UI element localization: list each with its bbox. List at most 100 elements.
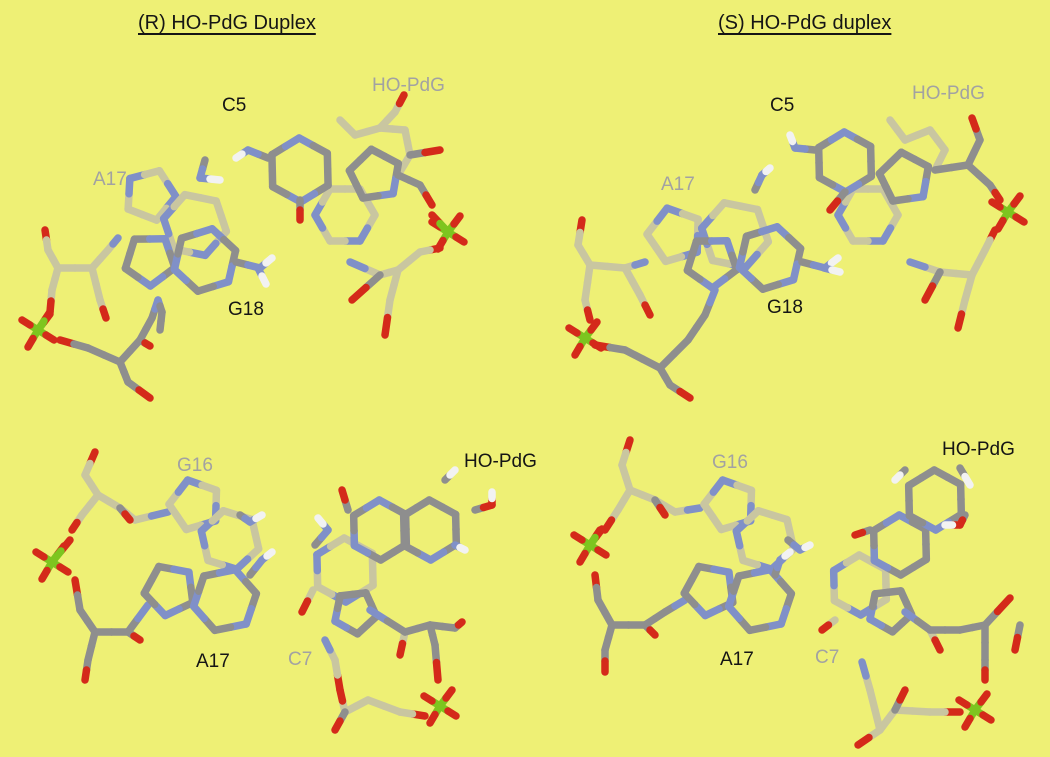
- br-o2-bond-half-1: [646, 626, 659, 639]
- tr-phosphate-right-bond-half-1: [1012, 213, 1028, 226]
- br-phosphate-bond-half-1: [594, 546, 610, 559]
- br-phosphate-right-bond-half-1: [955, 696, 971, 709]
- br-hopdg-h2-bond-half-1: [961, 472, 974, 489]
- bl-hopdg-o3-bond-half-1: [396, 639, 407, 659]
- tl-backbone-tail-bond-half-1: [135, 386, 154, 402]
- br-phosphate-bond-half-1: [576, 549, 589, 566]
- bl-phosphate-right-bond-half-1: [444, 707, 460, 720]
- br-sugar-a-bond-half-1: [683, 504, 704, 514]
- br-backbone-bond-half-1: [671, 596, 689, 610]
- tl-hopdg-o2-bond-half-1: [422, 191, 436, 209]
- tr-a17-nh2-bond-half-1: [762, 164, 774, 176]
- bl-hopdg-h-bond-half-1: [446, 466, 459, 479]
- tr-hopdg-label: HO-PdG: [912, 83, 985, 104]
- bl-sugar-b-bond-half-1: [68, 518, 81, 534]
- br-hopdg-sugar-bond-half-1: [993, 594, 1014, 616]
- tl-po-bond-half-1: [34, 317, 48, 334]
- br-a17-label: A17: [720, 649, 754, 670]
- bl-g16-label: G16: [177, 455, 213, 476]
- bl-hopdg-sugar2-bond-half-1: [432, 658, 442, 684]
- bl-phosphate-bond-half-1: [56, 563, 72, 576]
- bl-g16-ring5-bond-half-1: [198, 481, 221, 495]
- br-hopdg-h-bond-half-1: [891, 471, 904, 484]
- bl-g16-ring6-bond-half-1: [251, 530, 263, 553]
- tr-o3-bond-half-1: [921, 282, 937, 304]
- tr-c5-label: C5: [770, 95, 795, 116]
- tr-g18-label: G18: [767, 297, 803, 318]
- tr-sugar-b-bond-half-1: [583, 306, 594, 324]
- bl-phosphate-right-bond-half-1: [426, 710, 439, 727]
- br-phosphate-right-bond-half-1: [979, 711, 995, 724]
- bl-phosphate-right-bond-half-1: [420, 692, 436, 705]
- tl-po2-bond-half-1: [436, 219, 452, 236]
- bl-o1-bond-half-1: [121, 510, 134, 524]
- tr-hopdg-o-bond-half-1: [968, 114, 980, 133]
- bl-sugar-a-bond-half-1: [147, 508, 172, 520]
- tl-c5-nh2-bond-half-1: [232, 150, 246, 162]
- tl-hopdg-oh-bond-half-1: [395, 91, 408, 108]
- bl-hopdg-o-bond-half-1: [338, 486, 349, 504]
- tr-phosphate-right-bond-half-1: [1010, 192, 1024, 208]
- br-a17-nh2-bond-half-1: [781, 548, 794, 560]
- tl-hopdg-label: HO-PdG: [372, 75, 445, 96]
- bl-a17-ring6-bond-half-1: [242, 577, 261, 598]
- tl-backbone-r-bond-half-1: [346, 258, 369, 273]
- br-a17-ring6-bond-half-1: [777, 577, 796, 598]
- right-panel-title: (S) HO-PdG duplex: [718, 12, 892, 34]
- br-hopdg-o-bond-half-1: [851, 528, 867, 539]
- tl-phosphate-left-bond-half-1: [24, 334, 37, 351]
- tl-phosphate-right-bond-half-1: [434, 236, 447, 253]
- tl-phosphate-left-bond-half-1: [42, 331, 58, 344]
- tr-phosphate-right-bond-half-1: [994, 216, 1007, 233]
- bl-o4-bond-half-1: [331, 717, 344, 734]
- tl-o3-bond-half-1: [348, 283, 370, 304]
- br-g16-ring5-bond-half-1: [733, 481, 756, 495]
- tr-c5-nh2-bond-half-1: [786, 131, 797, 146]
- tr-backbone-r-bond-half-1: [906, 258, 929, 271]
- tr-phosphate-left-bond-half-1: [571, 342, 584, 359]
- tl-a17-nh2-bond-half-1: [206, 175, 224, 184]
- tl-g18-ring6-bond-half-1: [220, 235, 240, 255]
- bl-phosphate-bond-half-1: [38, 566, 51, 583]
- br-po-bond-half-1: [586, 533, 599, 549]
- bl-backbone-bond-half-1: [134, 601, 152, 623]
- left-panel-title: (R) HO-PdG Duplex: [138, 12, 316, 34]
- tr-sugar-c-bond-half-1: [641, 301, 654, 319]
- tl-a17-label: A17: [93, 169, 127, 190]
- tr-g18-nh-bond-half-1: [827, 254, 842, 267]
- tr-g18-nh2-bond-half-1: [828, 266, 844, 276]
- br-o1-bond-half-1: [656, 503, 669, 519]
- tl-a17-ring6-bond-half-1: [217, 212, 231, 236]
- bl-g16-nh-bond-half-1: [252, 511, 266, 523]
- tr-g18-ring6-bond-half-1: [785, 233, 805, 253]
- tr-sugar-a-bond-half-1: [631, 258, 649, 269]
- br-phosphate-right-bond-half-1: [977, 690, 991, 706]
- br-c7-label: C7: [815, 647, 840, 668]
- tr-hopdg-o2-bond-half-1: [991, 188, 1004, 204]
- tr-a17-ring5-bond-half-1: [678, 209, 702, 223]
- br-g16-label: G16: [712, 452, 748, 473]
- br-sugar-b-bond-half-1: [601, 516, 616, 534]
- tr-phosphate-left-bond-half-1: [565, 324, 581, 337]
- bl-hopdg-nh-bond-half-1: [456, 543, 469, 554]
- tr-a17-label: A17: [661, 174, 695, 195]
- bl-phosphate-bond-half-1: [32, 548, 48, 561]
- br-phosphate-bond-half-1: [570, 531, 586, 544]
- bl-po-bond-half-1: [48, 547, 65, 566]
- tl-hopdg-o-bond-half-1: [421, 146, 444, 157]
- bl-c7-nh2-bond-half-1: [314, 514, 327, 528]
- tl-phosphate-left-bond-half-1: [18, 316, 34, 329]
- br-backbone-r-bond-half-1: [854, 733, 873, 749]
- tl-g18-label: G18: [228, 299, 264, 320]
- tr-backbone-r2-bond-half-1: [954, 310, 966, 332]
- bl-backbone-r2-bond-half-1: [321, 636, 334, 654]
- tl-g18-nh-bond-half-1: [262, 254, 276, 267]
- tr-c5-o-bond-half-1: [826, 197, 842, 214]
- tl-phosphate-right-bond-half-1: [450, 212, 464, 228]
- tl-c5-label: C5: [222, 95, 247, 116]
- tl-sugar-c-bond-half-1: [99, 305, 110, 322]
- bl-hopdg-label: HO-PdG: [464, 451, 537, 472]
- bl-a17-nh2-bond-half-1: [263, 548, 276, 560]
- bl-phosphate-right-bond-half-1: [442, 686, 456, 702]
